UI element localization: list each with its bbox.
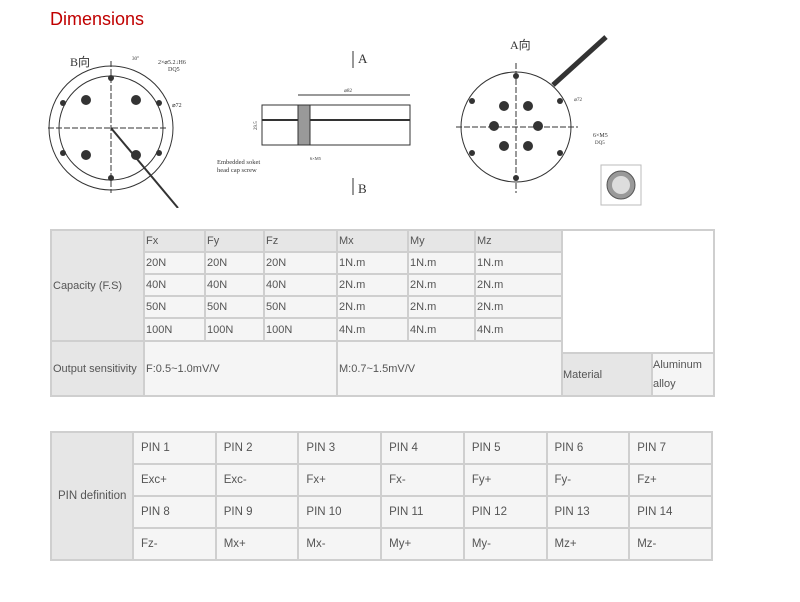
blank-cell (561, 229, 715, 341)
pin-cell: PIN 7 (628, 431, 713, 465)
cell: 20N (204, 251, 265, 275)
svg-text:30°: 30° (132, 57, 139, 62)
cell: 1N.m (336, 251, 409, 275)
cell: 50N (143, 295, 206, 319)
pin-definition-label: PIN definition (50, 431, 134, 561)
cell: 100N (204, 317, 265, 342)
cell: 20N (263, 251, 338, 275)
cell: 20N (143, 251, 206, 275)
pin-cell: PIN 5 (462, 431, 548, 465)
def-cell: My+ (380, 527, 465, 561)
svg-text:⌀72: ⌀72 (574, 98, 583, 103)
svg-text:A向: A向 (510, 37, 531, 52)
header-mx: Mx (336, 229, 409, 253)
cell: 50N (263, 295, 338, 319)
pin-cell: PIN 6 (545, 431, 631, 465)
dimension-drawing: B向 2×⌀5.2↓H6 DQ5 ⌀72 30° A ⌀82 29.5 Embe… (48, 35, 642, 208)
def-cell: Fx+ (297, 463, 383, 497)
pin-cell: PIN 10 (297, 495, 383, 529)
header-mz: Mz (474, 229, 563, 253)
pin-cell: PIN 11 (380, 495, 465, 529)
section-title: Dimensions (50, 9, 145, 29)
cell: 40N (143, 273, 206, 297)
svg-text:B向: B向 (70, 54, 90, 69)
def-cell: Exc- (214, 463, 300, 497)
pin-cell: PIN 8 (132, 495, 217, 529)
pin-cell: PIN 1 (132, 431, 217, 465)
cell: 2N.m (474, 273, 563, 297)
output-m-value: M:0.7~1.5mV/V (336, 340, 563, 397)
table-row: Fz-Mx+Mx-My+My-Mz+Mz- (51, 527, 713, 561)
output-sensitivity-label: Output sensitivity (50, 340, 145, 397)
def-cell: Fz- (132, 527, 217, 561)
pin-cell: PIN 3 (297, 431, 383, 465)
material-label: Material (564, 354, 653, 394)
def-cell: Mz- (628, 527, 713, 561)
def-cell: Mx- (297, 527, 383, 561)
svg-text:Embedded soket: Embedded soket (217, 159, 260, 166)
svg-text:DQ5: DQ5 (168, 67, 180, 73)
side-view-drawing: A ⌀82 29.5 Embedded soket head cap screw… (217, 51, 411, 196)
cell: 2N.m (336, 295, 409, 319)
svg-text:6×M5: 6×M5 (310, 156, 322, 161)
header-fz: Fz (263, 229, 338, 253)
svg-text:⌀82: ⌀82 (344, 89, 353, 94)
pin-cell: PIN 12 (462, 495, 548, 529)
svg-text:DQ5: DQ5 (595, 141, 605, 146)
svg-text:2×⌀5.2↓H6: 2×⌀5.2↓H6 (158, 60, 186, 66)
capacity-label: Capacity (F.S) (50, 229, 145, 342)
pin-cell: PIN 13 (545, 495, 631, 529)
cell: 40N (263, 273, 338, 297)
cell: 1N.m (474, 251, 563, 275)
a-view-drawing: A向 ⌀72 6×M5 DQ5 (456, 35, 642, 206)
pin-cell: PIN 4 (380, 431, 465, 465)
svg-text:head cap screw: head cap screw (217, 167, 257, 174)
cell: 100N (263, 317, 338, 342)
table-row: Exc+Exc-Fx+Fx-Fy+Fy-Fz+ (51, 463, 713, 497)
material-value: Aluminum alloy (653, 354, 712, 394)
cell: 4N.m (336, 317, 409, 342)
def-cell: Mx+ (214, 527, 300, 561)
pin-cell: PIN 9 (214, 495, 300, 529)
header-fy: Fy (204, 229, 265, 253)
def-cell: Fy- (545, 463, 631, 497)
svg-text:B: B (358, 181, 367, 196)
svg-text:A: A (358, 51, 368, 66)
svg-text:29.5: 29.5 (254, 121, 259, 130)
cell: 50N (204, 295, 265, 319)
def-cell: Fz+ (628, 463, 713, 497)
def-cell: Mz+ (545, 527, 631, 561)
pin-cell: PIN 2 (214, 431, 300, 465)
b-view-drawing: B向 2×⌀5.2↓H6 DQ5 ⌀72 30° (48, 54, 186, 208)
def-cell: Fx- (380, 463, 465, 497)
output-f-value: F:0.5~1.0mV/V (143, 340, 338, 397)
cell: 4N.m (474, 317, 563, 342)
def-cell: Fy+ (462, 463, 548, 497)
pin-cell: PIN 14 (628, 495, 713, 529)
cell: 100N (143, 317, 206, 342)
cell: 2N.m (474, 295, 563, 319)
cell: 4N.m (407, 317, 476, 342)
header-my: My (407, 229, 476, 253)
header-fx: Fx (143, 229, 206, 253)
cell: 2N.m (407, 273, 476, 297)
def-cell: My- (462, 527, 548, 561)
cell: 2N.m (336, 273, 409, 297)
svg-text:⌀72: ⌀72 (172, 103, 182, 109)
svg-text:6×M5: 6×M5 (593, 133, 608, 139)
cell: 2N.m (407, 295, 476, 319)
cell: 40N (204, 273, 265, 297)
cell: 1N.m (407, 251, 476, 275)
def-cell: Exc+ (132, 463, 217, 497)
